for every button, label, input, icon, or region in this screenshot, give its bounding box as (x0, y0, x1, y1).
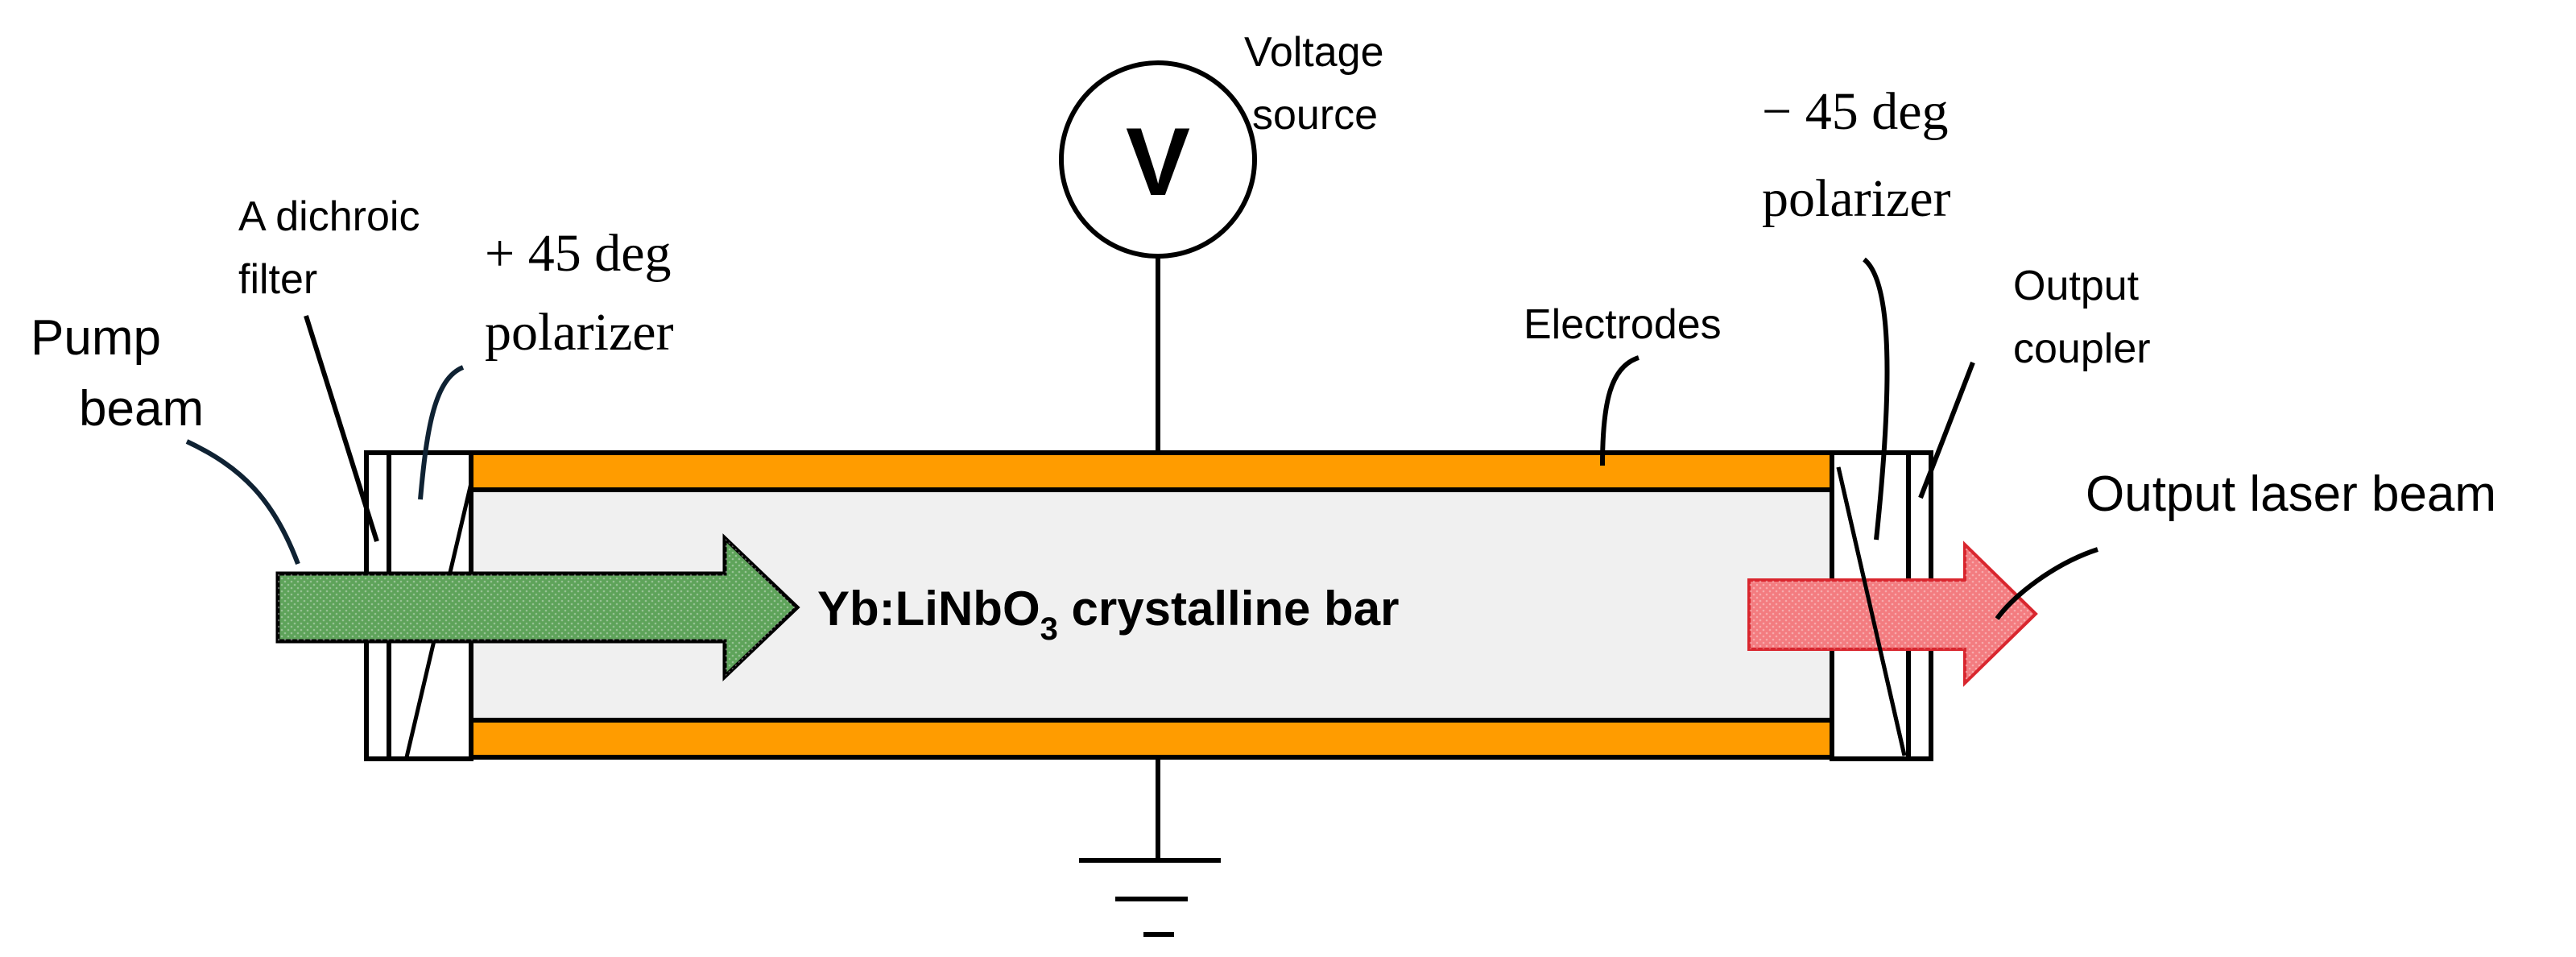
dichroic-leader (304, 315, 379, 542)
polarizer-minus-45-label: − 45 deg polarizer (1762, 82, 1962, 228)
output-beam-leader (1995, 547, 2098, 620)
voltmeter-icon (1059, 60, 1257, 259)
voltage-source-label: Voltage source (1244, 29, 1396, 139)
pol-minus-leader (1862, 257, 1890, 541)
output-coupler-label: Output coupler (2013, 263, 2151, 372)
pump-leader (185, 439, 300, 566)
dichroic-label: A dichroic filter (238, 193, 432, 303)
polarizer-plus-45-label: + 45 deg polarizer (485, 224, 684, 362)
crystal-label: Yb:LiNbO3 crystalline bar (817, 582, 1399, 647)
bottom-electrode (469, 718, 1834, 760)
electrodes-label: Electrodes (1524, 301, 1722, 348)
pump-beam-label: Pump beam (31, 310, 204, 437)
top-electrode (469, 450, 1834, 492)
voltmeter-symbol: V (1126, 108, 1190, 216)
coupler-leader (1918, 361, 1975, 499)
output-laser-beam-label: Output laser beam (2086, 466, 2496, 522)
electrodes-leader (1600, 355, 1640, 466)
ground-icon (1079, 759, 1221, 937)
pol-plus-leader (418, 365, 465, 500)
